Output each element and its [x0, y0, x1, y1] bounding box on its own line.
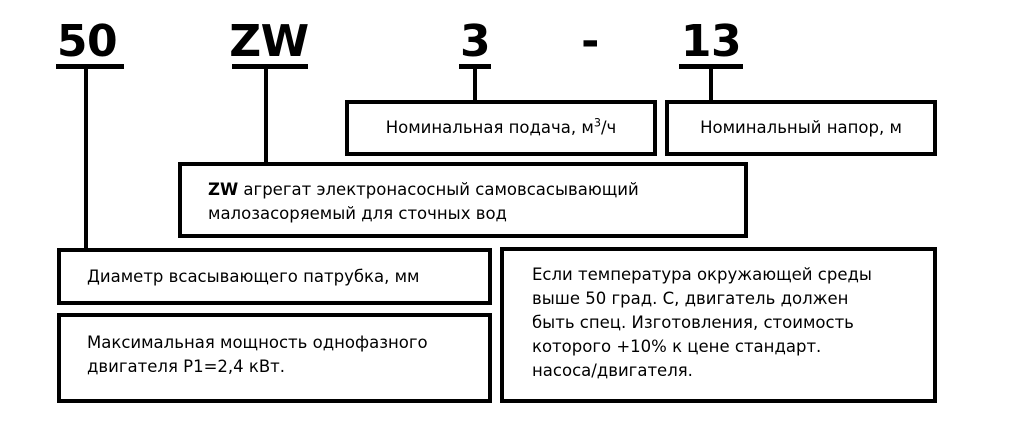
callout-series-description: ZW агрегат электронасосный самовсасывающ… [178, 162, 748, 238]
leader-line-nominal-head [709, 66, 713, 102]
token-separator: - [581, 16, 599, 67]
callout-max-power-label: Максимальная мощность однофазного двигат… [87, 333, 428, 376]
leader-line-nominal-flow [473, 66, 477, 102]
series-description-text: агрегат электронасосный самовсасывающий … [208, 180, 639, 223]
callout-suction-diameter-label: Диаметр всасывающего патрубка, мм [87, 266, 420, 286]
callout-temperature-note-label: Если температура окружающей среды выше 5… [532, 265, 872, 380]
leader-line-series [264, 66, 268, 164]
leader-line-suction-diameter [84, 66, 88, 250]
cubic-meter-exponent: 3 [593, 116, 601, 130]
callout-temperature-note: Если температура окружающей среды выше 5… [500, 247, 937, 403]
callout-nominal-flow-label: Номинальная подача, м3/ч [385, 116, 617, 138]
callout-nominal-head-label: Номинальный напор, м [700, 118, 902, 138]
token-nominal-flow: 3 [459, 16, 491, 67]
callout-nominal-flow: Номинальная подача, м3/ч [345, 100, 657, 156]
token-suction-diameter: 50 [56, 16, 118, 67]
token-nominal-head: 13 [680, 16, 742, 67]
callout-max-power: Максимальная мощность однофазного двигат… [57, 313, 492, 403]
series-prefix-label: ZW [208, 180, 239, 199]
callout-suction-diameter: Диаметр всасывающего патрубка, мм [57, 248, 492, 305]
underline-series [232, 64, 308, 69]
underline-suction-diameter [56, 64, 124, 69]
callout-nominal-head: Номинальный напор, м [665, 100, 937, 156]
token-series: ZW [229, 16, 309, 67]
